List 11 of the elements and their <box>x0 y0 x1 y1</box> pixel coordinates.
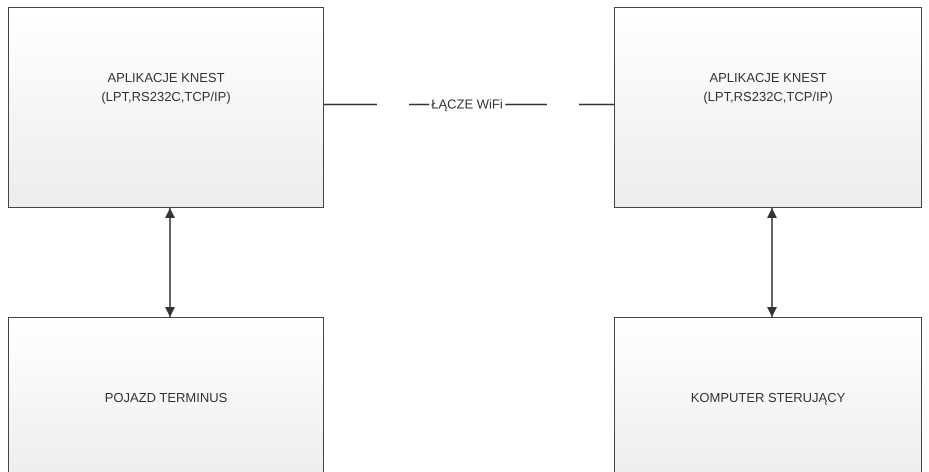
process-box <box>614 317 922 472</box>
box-label: KOMPUTER STERUJĄCY <box>690 389 846 407</box>
box-label: APLIKACJE KNEST (LPT,RS232C,TCP/IP) <box>702 69 834 106</box>
double-arrow <box>767 208 777 317</box>
box-label: APLIKACJE KNEST (LPT,RS232C,TCP/IP) <box>100 69 232 106</box>
box-label: POJAZD TERMINUS <box>104 389 228 407</box>
double-arrow <box>165 208 175 317</box>
process-box <box>8 7 324 208</box>
edge-label: ŁĄCZE WiFi <box>429 96 505 111</box>
process-box <box>8 317 324 472</box>
process-box <box>614 7 922 208</box>
